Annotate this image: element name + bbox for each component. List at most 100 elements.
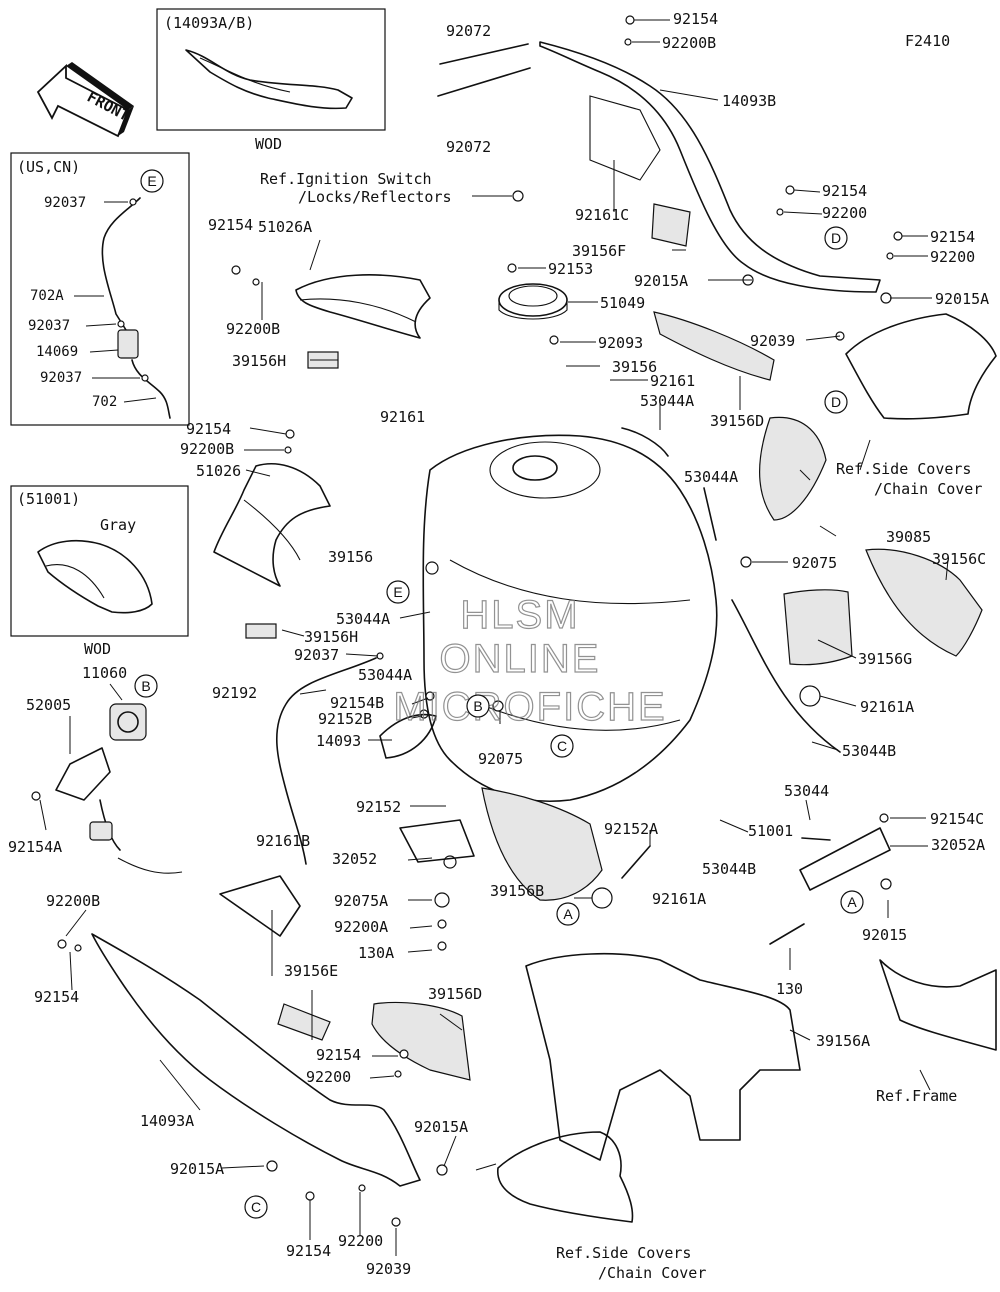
part-label: 92161B [256, 832, 310, 850]
part-label: 51049 [600, 294, 645, 312]
part-label: 92192 [212, 684, 257, 702]
inset-gray-51001: (51001) Gray WOD [10, 485, 189, 658]
part-label: 53044A [684, 468, 738, 486]
part-label: 702A [30, 288, 64, 304]
watermark-line-3: MICROFICHE [393, 685, 666, 729]
part-label: 39156F [572, 242, 626, 260]
callout-d-1: D [824, 226, 848, 250]
part-label: 14093B [722, 92, 776, 110]
part-label: 53044A [640, 392, 694, 410]
vent-tube-92192 [275, 657, 377, 865]
svg-text:D: D [831, 230, 841, 246]
fuel-pump-52005 [55, 703, 183, 874]
part-label: 92015A [935, 290, 989, 308]
inset-us-cn-title: (US,CN) [17, 158, 80, 176]
ref-side-covers-lower-line2: /Chain Cover [598, 1264, 706, 1282]
callout-d-2: D [824, 390, 848, 414]
part-label: 92072 [446, 138, 491, 156]
cover-14093b [539, 41, 881, 293]
part-label: 92154 [930, 228, 975, 246]
svg-text:B: B [141, 678, 150, 694]
shroud-51026a [295, 274, 431, 339]
svg-text:C: C [251, 1199, 261, 1215]
part-label: 39156 [328, 548, 373, 566]
inset-gray-51001-title: (51001) [17, 490, 80, 508]
part-label: 92161A [860, 698, 914, 716]
shroud-51026 [213, 463, 331, 587]
part-label: 39156A [816, 1032, 870, 1050]
callout-a-2: A [840, 890, 864, 914]
part-label: 92154 [186, 420, 231, 438]
part-label: 92153 [548, 260, 593, 278]
watermark: HLSM ONLINE MICROFICHE [393, 592, 666, 729]
part-label: 92072 [446, 22, 491, 40]
part-label: 92200B [46, 892, 100, 910]
svg-text:E: E [393, 584, 402, 600]
part-label: 92200B [662, 34, 716, 52]
part-label: 92039 [366, 1260, 411, 1278]
ref-ignition-line1: Ref.Ignition Switch [260, 170, 432, 188]
part-label: 39156B [490, 882, 544, 900]
part-label: 14093A [140, 1112, 194, 1130]
ref-frame: Ref.Frame [876, 1087, 957, 1105]
callout-a-1: A [556, 902, 580, 926]
part-label: 39085 [886, 528, 931, 546]
inset-wod-14093: (14093A/B) WOD [156, 8, 386, 153]
part-label: 92200 [306, 1068, 351, 1086]
tank-pads [245, 203, 983, 1161]
part-label: 92093 [598, 334, 643, 352]
inset-gray-51001-caption: WOD [84, 640, 111, 658]
ref-side-covers-lower-line1: Ref.Side Covers [556, 1244, 691, 1262]
svg-text:E: E [147, 173, 156, 189]
callout-e-1: E [140, 169, 164, 193]
part-label: 39156C [932, 550, 986, 568]
part-label: 92152A [604, 820, 658, 838]
part-label: 92154B [330, 694, 384, 712]
front-arrow-icon: FRONT [36, 62, 134, 138]
part-label: 92154 [208, 216, 253, 234]
part-label: 92154C [930, 810, 984, 828]
part-label: 53044A [336, 610, 390, 628]
part-label: 92037 [44, 195, 86, 211]
part-label: 92152B [318, 710, 372, 728]
part-label: 92161C [575, 206, 629, 224]
inset-wod-14093-title: (14093A/B) [164, 14, 254, 32]
watermark-line-2: ONLINE [440, 637, 601, 681]
part-label: 92200 [822, 204, 867, 222]
fuel-cap-51049 [498, 283, 568, 320]
svg-text:B: B [473, 698, 482, 714]
part-label: 53044 [784, 782, 829, 800]
part-label: 92154 [673, 10, 718, 28]
part-label: 92039 [750, 332, 795, 350]
part-label: 51001 [748, 822, 793, 840]
inset-us-cn: (US,CN) [10, 152, 190, 426]
svg-text:D: D [831, 394, 841, 410]
part-label: 39156E [284, 962, 338, 980]
part-label: 130 [776, 980, 803, 998]
part-label: 11060 [82, 664, 127, 682]
part-label: 14093 [316, 732, 361, 750]
part-label: 92152 [356, 798, 401, 816]
part-label: 92200 [338, 1232, 383, 1250]
part-label: 92154 [316, 1046, 361, 1064]
part-label: 52005 [26, 696, 71, 714]
watermark-line-1: HLSM [460, 593, 579, 637]
part-label: 14069 [36, 344, 78, 360]
svg-text:A: A [847, 894, 857, 910]
part-label: 92154 [34, 988, 79, 1006]
svg-text:A: A [563, 906, 573, 922]
part-label: 39156G [858, 650, 912, 668]
part-label: 53044B [702, 860, 756, 878]
callout-c-1: C [550, 734, 574, 758]
part-label: 92200B [226, 320, 280, 338]
part-label: 39156H [232, 352, 286, 370]
part-label: 39156D [428, 985, 482, 1003]
callout-b-1: B [134, 674, 158, 698]
part-label: 92075A [334, 892, 388, 910]
ref-side-covers-upper-line1: Ref.Side Covers [836, 460, 971, 478]
part-label: 130A [358, 944, 394, 962]
part-label: 51026A [258, 218, 312, 236]
inset-gray-51001-color: Gray [100, 516, 136, 534]
svg-text:C: C [557, 738, 567, 754]
side-cover-lower [497, 1131, 634, 1223]
